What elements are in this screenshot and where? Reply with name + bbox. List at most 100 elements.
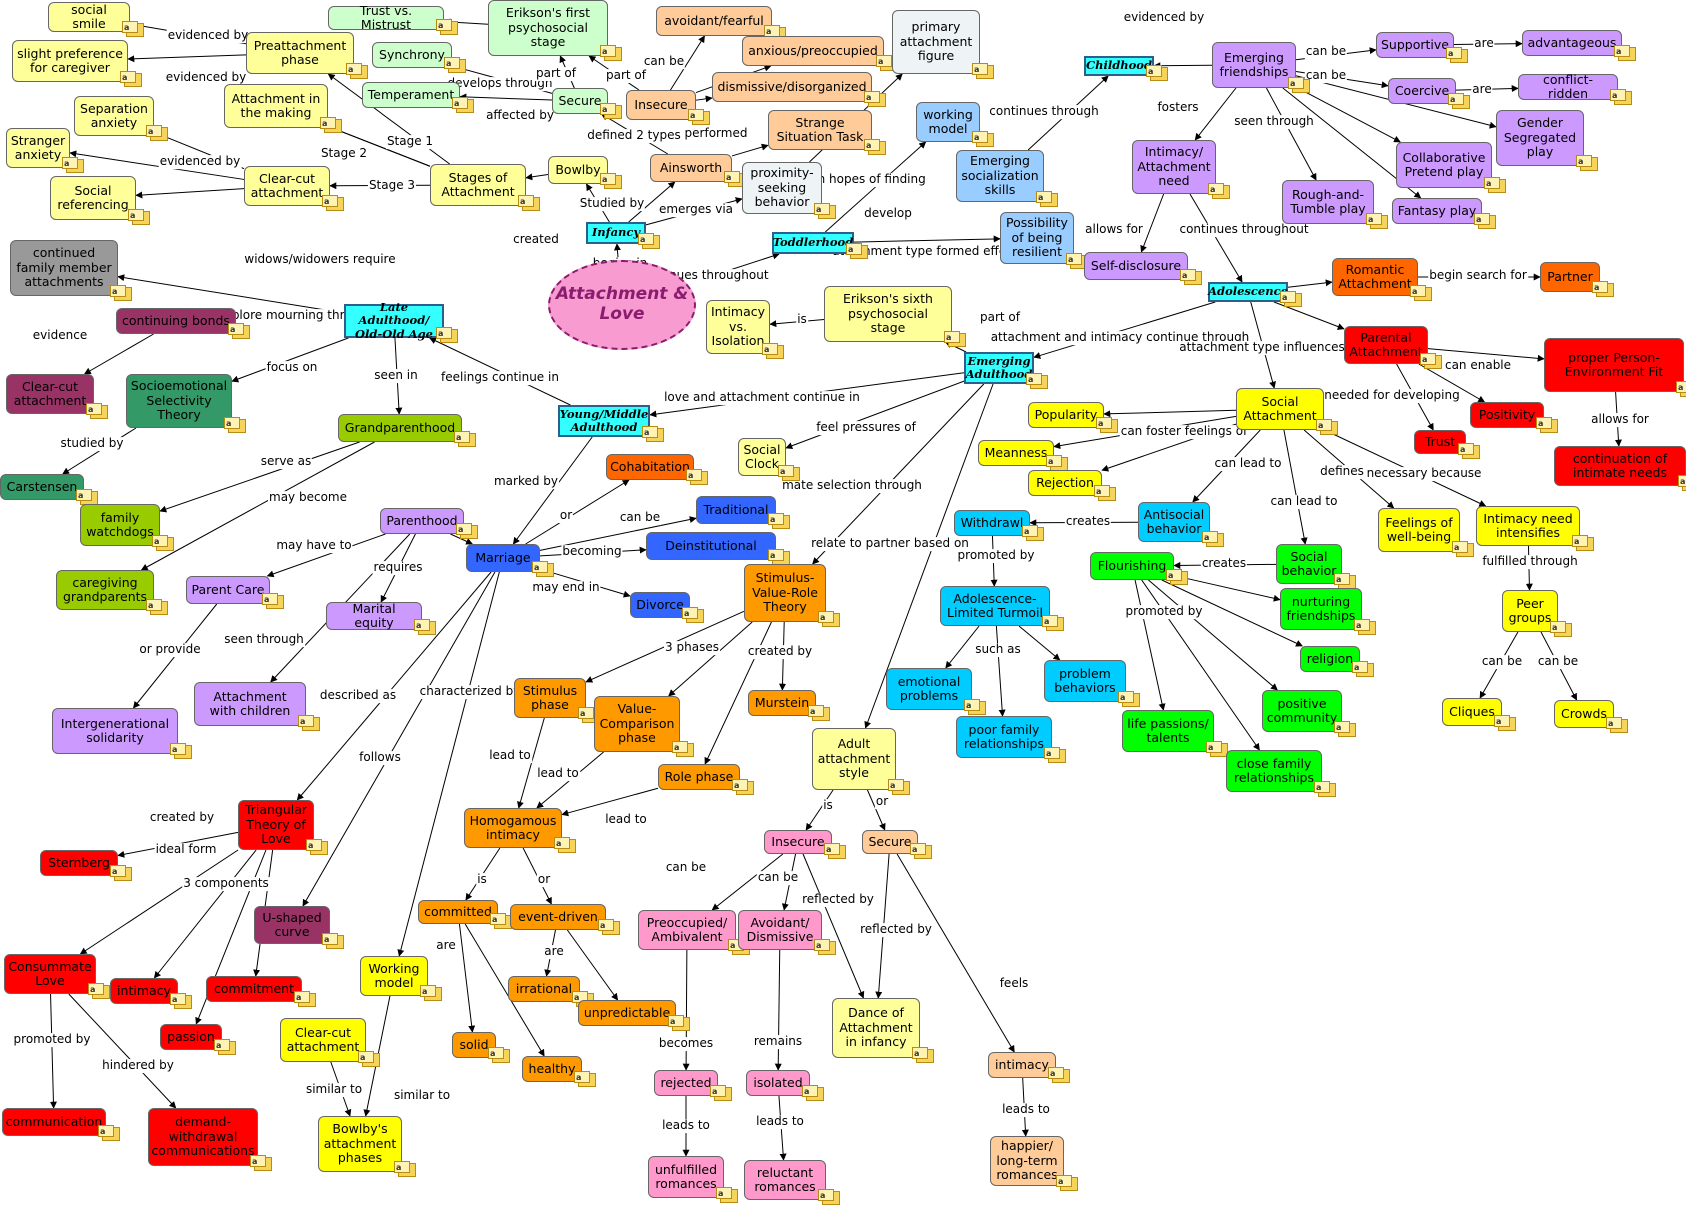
concept-node-gender-seg[interactable]: Gender Segregated play bbox=[1496, 110, 1584, 166]
annotation-icon[interactable]: a bbox=[1492, 714, 1516, 730]
annotation-icon[interactable]: a bbox=[1450, 540, 1474, 556]
concept-node-marriage[interactable]: Marriage bbox=[466, 544, 540, 572]
annotation-icon[interactable]: a bbox=[598, 44, 622, 60]
annotation-icon[interactable]: a bbox=[670, 740, 694, 756]
concept-node-trust[interactable]: Trust vs. Mistrust bbox=[328, 6, 444, 30]
annotation-icon[interactable]: a bbox=[126, 208, 150, 224]
annotation-icon[interactable]: a bbox=[862, 138, 886, 154]
annotation-icon[interactable]: a bbox=[150, 534, 174, 550]
annotation-icon[interactable]: a bbox=[452, 430, 476, 446]
annotation-icon[interactable]: a bbox=[1472, 212, 1496, 228]
concept-node-caregiving-gp[interactable]: caregiving grandparents bbox=[56, 570, 154, 610]
concept-node-commitment[interactable]: commitment bbox=[206, 976, 302, 1002]
concept-node-primary-fig[interactable]: primary attachment figure bbox=[892, 10, 980, 74]
annotation-icon[interactable]: a bbox=[1278, 290, 1302, 306]
annotation-icon[interactable]: a bbox=[320, 932, 344, 948]
annotation-icon[interactable]: a bbox=[318, 116, 342, 132]
annotation-icon[interactable]: a bbox=[886, 778, 910, 794]
annotation-icon[interactable]: a bbox=[344, 62, 368, 78]
annotation-icon[interactable]: a bbox=[168, 992, 192, 1008]
concept-node-deinst[interactable]: Deinstitutional bbox=[646, 532, 776, 560]
concept-node-ainsworth[interactable]: Ainsworth bbox=[650, 154, 732, 182]
concept-node-avoid-dis[interactable]: Avoidant/ Dismissive bbox=[738, 910, 822, 950]
annotation-icon[interactable]: a bbox=[598, 172, 622, 188]
concept-node-adolescence[interactable]: Adolescence bbox=[1208, 282, 1288, 302]
annotation-icon[interactable]: a bbox=[970, 130, 994, 146]
annotation-icon[interactable]: a bbox=[1286, 76, 1310, 92]
annotation-icon[interactable]: a bbox=[412, 618, 436, 634]
concept-node-committed[interactable]: committed bbox=[418, 900, 498, 924]
annotation-icon[interactable]: a bbox=[666, 1014, 690, 1030]
concept-node-pe-fit[interactable]: proper Person-Environment Fit bbox=[1544, 338, 1684, 392]
concept-node-separation[interactable]: Separation anxiety bbox=[74, 96, 154, 136]
annotation-icon[interactable]: a bbox=[226, 322, 250, 338]
concept-node-dismissive[interactable]: dismissive/disorganized bbox=[712, 72, 872, 102]
concept-node-emo-problems[interactable]: emotional problems bbox=[886, 668, 972, 710]
concept-node-emerg-friend[interactable]: Emerging friendships bbox=[1212, 42, 1296, 88]
annotation-icon[interactable]: a bbox=[1044, 454, 1068, 470]
annotation-icon[interactable]: a bbox=[708, 1084, 732, 1100]
annotation-icon[interactable]: a bbox=[356, 1050, 380, 1066]
annotation-icon[interactable]: a bbox=[120, 20, 144, 36]
annotation-icon[interactable]: a bbox=[434, 18, 458, 34]
annotation-icon[interactable]: a bbox=[552, 836, 576, 852]
concept-node-bowlby-phases[interactable]: Bowlby's attachment phases bbox=[318, 1116, 402, 1172]
annotation-icon[interactable]: a bbox=[680, 606, 704, 622]
annotation-icon[interactable]: a bbox=[1020, 524, 1044, 540]
annotation-icon[interactable]: a bbox=[84, 402, 108, 418]
annotation-icon[interactable]: a bbox=[108, 284, 132, 300]
concept-node-supportive[interactable]: Supportive bbox=[1376, 32, 1454, 58]
concept-node-advantageous[interactable]: advantageous bbox=[1522, 30, 1622, 56]
concept-node-parenthood[interactable]: Parenthood bbox=[380, 508, 464, 534]
concept-node-anxious[interactable]: anxious/preoccupied bbox=[742, 36, 884, 66]
annotation-icon[interactable]: a bbox=[776, 464, 800, 480]
concept-node-grandparenthood[interactable]: Grandparenthood bbox=[338, 414, 462, 442]
annotation-icon[interactable]: a bbox=[1314, 418, 1338, 434]
concept-node-late[interactable]: Late Adulthood/ Old-Old Age bbox=[344, 304, 444, 338]
concept-node-dance[interactable]: Dance of Attachment in infancy bbox=[832, 998, 920, 1058]
annotation-icon[interactable]: a bbox=[1364, 212, 1388, 228]
annotation-icon[interactable]: a bbox=[1548, 620, 1572, 636]
annotation-icon[interactable]: a bbox=[1350, 660, 1374, 676]
annotation-icon[interactable]: a bbox=[844, 242, 868, 258]
concept-node-preoccupied[interactable]: Preoccupied/ Ambivalent bbox=[638, 910, 736, 950]
annotation-icon[interactable]: a bbox=[970, 62, 994, 78]
concept-node-life-passions[interactable]: life passions/ talents bbox=[1122, 710, 1214, 752]
concept-node-continuation[interactable]: continuation of intimate needs bbox=[1554, 446, 1686, 486]
concept-node-center[interactable]: Attachment & Love bbox=[548, 260, 696, 350]
concept-node-reluctant[interactable]: reluctant romances bbox=[744, 1160, 826, 1200]
annotation-icon[interactable]: a bbox=[1574, 154, 1598, 170]
concept-node-continued-family[interactable]: continued family member attachments bbox=[10, 240, 118, 296]
concept-node-carstensen[interactable]: Carstensen bbox=[0, 474, 84, 500]
concept-node-adult-style[interactable]: Adult attachment style bbox=[812, 728, 896, 790]
annotation-icon[interactable]: a bbox=[1092, 484, 1116, 500]
annotation-icon[interactable]: a bbox=[144, 124, 168, 140]
annotation-icon[interactable]: a bbox=[392, 1160, 416, 1176]
concept-node-meanness[interactable]: Meanness bbox=[978, 440, 1054, 466]
annotation-icon[interactable]: a bbox=[942, 330, 966, 346]
annotation-icon[interactable]: a bbox=[862, 90, 886, 106]
annotation-icon[interactable]: a bbox=[1408, 284, 1432, 300]
annotation-icon[interactable]: a bbox=[686, 108, 710, 124]
concept-node-sternberg[interactable]: Sternberg bbox=[40, 850, 118, 876]
concept-node-intimacy-need[interactable]: Intimacy/ Attachment need bbox=[1132, 140, 1216, 194]
annotation-icon[interactable]: a bbox=[86, 982, 110, 998]
annotation-icon[interactable]: a bbox=[1024, 372, 1048, 388]
annotation-icon[interactable]: a bbox=[260, 592, 284, 608]
annotation-icon[interactable]: a bbox=[450, 96, 474, 112]
annotation-icon[interactable]: a bbox=[684, 468, 708, 484]
concept-node-collab[interactable]: Collaborative Pretend play bbox=[1396, 142, 1492, 188]
concept-node-social-attach[interactable]: Social Attachment bbox=[1236, 388, 1324, 430]
annotation-icon[interactable]: a bbox=[640, 425, 664, 441]
concept-node-stages[interactable]: Stages of Attachment bbox=[430, 164, 526, 206]
annotation-icon[interactable]: a bbox=[1034, 190, 1058, 206]
concept-node-svr[interactable]: Stimulus-Value-Role Theory bbox=[744, 564, 826, 622]
annotation-icon[interactable]: a bbox=[1046, 1066, 1070, 1082]
annotation-icon[interactable]: a bbox=[908, 842, 932, 858]
annotation-icon[interactable]: a bbox=[454, 522, 478, 538]
concept-node-popularity[interactable]: Popularity bbox=[1028, 402, 1104, 428]
annotation-icon[interactable]: a bbox=[1206, 182, 1230, 198]
annotation-icon[interactable]: a bbox=[530, 560, 554, 576]
concept-node-toddler[interactable]: Toddlerhood bbox=[772, 232, 854, 254]
concept-node-conflict[interactable]: conflict-ridden bbox=[1518, 74, 1618, 100]
